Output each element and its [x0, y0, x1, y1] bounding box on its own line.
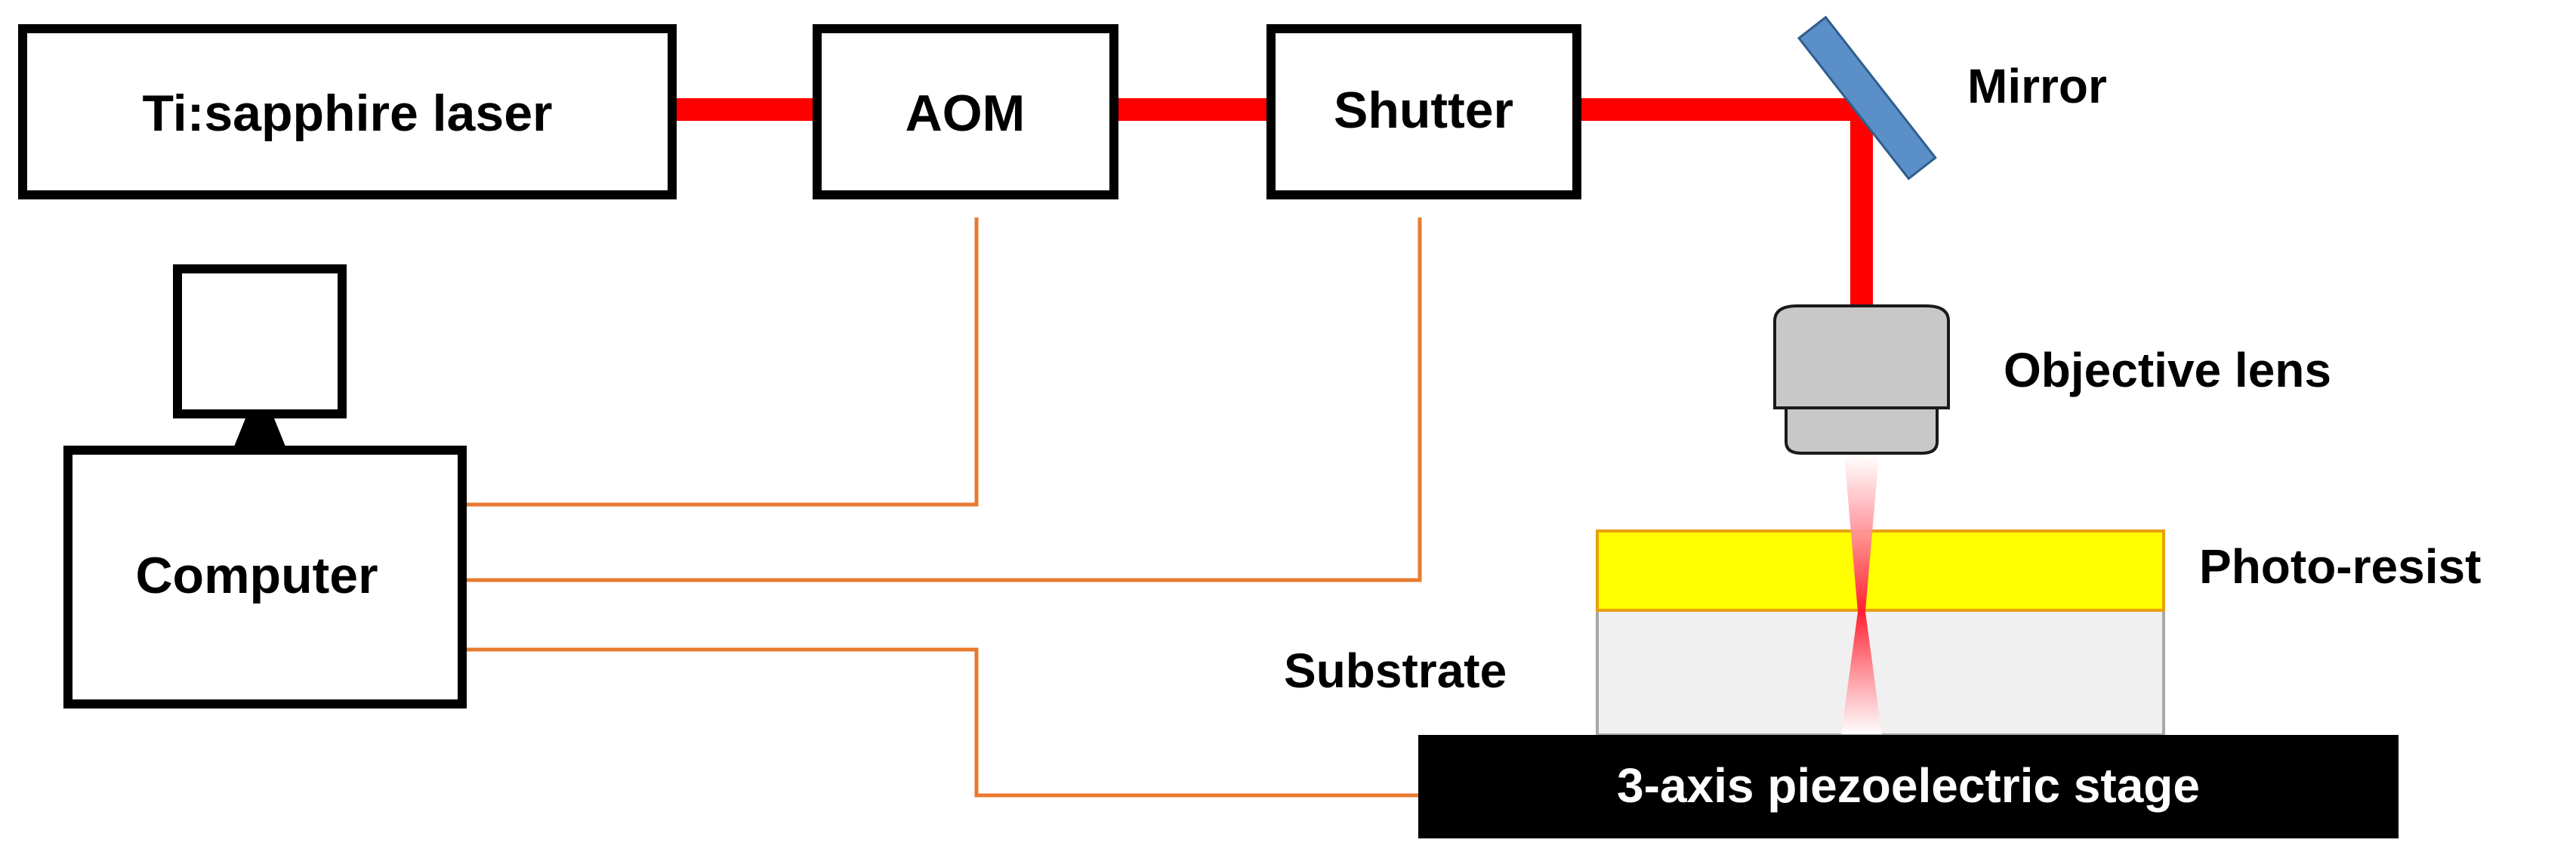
shutter-box	[1266, 24, 1581, 199]
aom-box	[813, 24, 1118, 199]
substrate-label: Substrate	[1284, 644, 1507, 698]
beam-laser-to-aom	[672, 98, 817, 121]
focused-beam-lower-cone	[1841, 612, 1882, 734]
lens-barrel	[1773, 304, 1950, 409]
aom-label: AOM	[905, 85, 1026, 142]
photoresist-label: Photo-resist	[2199, 539, 2481, 594]
computer-label: Computer	[135, 547, 378, 604]
monitor-screen	[173, 264, 347, 418]
focused-beam-upper-cone	[1844, 455, 1879, 612]
focused-beam	[1841, 455, 1882, 734]
stage-label: 3-axis piezoelectric stage	[1617, 758, 2200, 813]
cable-shutter	[462, 218, 1422, 582]
cable-aom	[462, 218, 979, 507]
monitor-stand	[233, 418, 287, 450]
shutter-label: Shutter	[1334, 82, 1513, 139]
photo-resist	[1596, 529, 2165, 612]
cable-stage	[462, 647, 1418, 798]
laser-box	[18, 24, 677, 199]
objective-label: Objective lens	[2004, 343, 2331, 397]
objective-lens	[1773, 304, 1950, 455]
beam-mirror-to-lens	[1850, 98, 1873, 325]
mirror-label: Mirror	[1967, 59, 2107, 113]
beam-shutter-to-mirror	[1577, 98, 1873, 121]
computer-monitor	[173, 264, 347, 450]
computer-box	[63, 446, 467, 708]
control-cables	[462, 218, 1422, 798]
mirror	[1797, 15, 1937, 181]
laser-beam	[672, 98, 1873, 325]
substrate	[1596, 609, 2165, 736]
laser-label: Ti:sapphire laser	[143, 85, 553, 142]
beam-aom-to-shutter	[1114, 98, 1271, 121]
piezo-stage	[1418, 735, 2399, 838]
lens-tip	[1785, 406, 1939, 455]
